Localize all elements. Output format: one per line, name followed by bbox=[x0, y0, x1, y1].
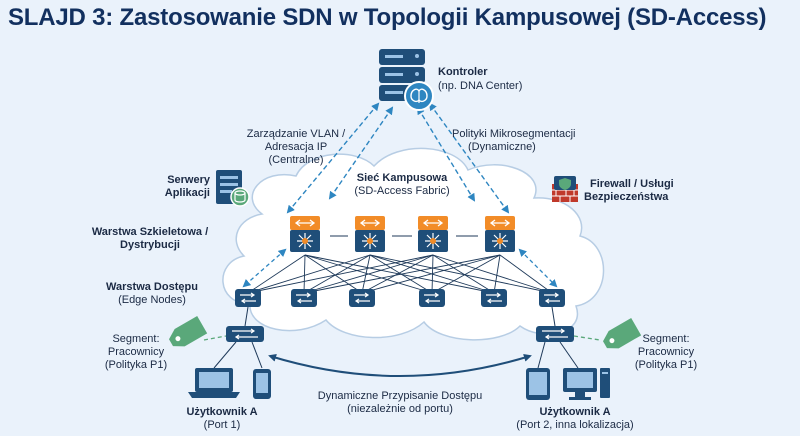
firewall-line-2: Bezpieczeństwa bbox=[584, 191, 669, 203]
user-left-detail: (Port 1) bbox=[203, 419, 241, 431]
access-layer-label: Warstwa Dostępu (Edge Nodes) bbox=[96, 281, 208, 307]
dashed-link-right bbox=[518, 248, 558, 288]
segment-right-label: Segment: Pracownicy (Polityka P1) bbox=[626, 333, 706, 372]
vlan-management-label: Zarządzanie VLAN / Adresacja IP (Central… bbox=[232, 128, 360, 167]
core-switch bbox=[355, 216, 385, 252]
dynamic-assignment-label: Dynamiczne Przypisanie Dostępu (niezależ… bbox=[310, 390, 490, 416]
vlan-management-line-1: Zarządzanie VLAN / bbox=[246, 128, 346, 140]
user-right-label: Użytkownik A (Port 2, inna lokalizacja) bbox=[500, 406, 650, 432]
edge-switch-left bbox=[226, 326, 264, 342]
segment-left-line-1: Segment: bbox=[112, 333, 160, 345]
access-layer-subtitle: (Edge Nodes) bbox=[118, 294, 186, 306]
microsegmentation-label: Polityki Mikrosegmentacji (Dynamiczne) bbox=[452, 128, 575, 154]
firewall-icon bbox=[552, 176, 578, 202]
access-layer-title: Warstwa Dostępu bbox=[106, 281, 198, 293]
microsegmentation-line-2: (Dynamiczne) bbox=[468, 141, 536, 153]
segment-left-line-3: (Polityka P1) bbox=[104, 359, 168, 371]
laptop-icon bbox=[188, 368, 240, 398]
user-right-detail: (Port 2, inna lokalizacja) bbox=[516, 419, 634, 431]
controller-arrow-left-inner bbox=[328, 106, 394, 200]
application-server-icon bbox=[216, 170, 250, 207]
core-layer-line-2: Dystrybucji bbox=[120, 239, 180, 251]
segment-left-line-2: Pracownicy bbox=[107, 346, 165, 358]
servers-label: Serwery Aplikacji bbox=[150, 174, 210, 200]
access-switch bbox=[539, 289, 565, 307]
dynamic-assignment-line-2: (niezależnie od portu) bbox=[347, 403, 453, 415]
core-switches bbox=[290, 216, 515, 252]
user-right-name: Użytkownik A bbox=[539, 406, 611, 418]
desktop-computer-icon bbox=[563, 368, 610, 400]
servers-line-2: Aplikacji bbox=[164, 187, 210, 199]
access-switch bbox=[291, 289, 317, 307]
fabric-title: Sieć Kampusowa bbox=[356, 172, 448, 184]
firewall-line-1: Firewall / Usługi bbox=[590, 178, 674, 190]
vlan-management-line-3: (Centralne) bbox=[268, 154, 324, 166]
smartphone-icon bbox=[253, 369, 271, 399]
controller-arrow-right-outer bbox=[428, 102, 510, 214]
segment-tag-right-icon bbox=[603, 318, 642, 349]
access-switch bbox=[235, 289, 261, 307]
segment-right-line-2: Pracownicy bbox=[637, 346, 695, 358]
core-layer-label: Warstwa Szkieletowa / Dystrybucji bbox=[84, 226, 216, 252]
fabric-subtitle: (SD-Access Fabric) bbox=[354, 185, 450, 197]
dynamic-assignment-line-1: Dynamiczne Przypisanie Dostępu bbox=[317, 390, 483, 402]
tablet-icon bbox=[526, 368, 550, 400]
firewall-label: Firewall / Usługi Bezpieczeństwa bbox=[584, 178, 674, 204]
access-switch bbox=[419, 289, 445, 307]
core-switch bbox=[418, 216, 448, 252]
dashed-link-left bbox=[242, 248, 287, 288]
segment-tag-left-icon bbox=[169, 316, 208, 347]
brain-icon bbox=[404, 81, 434, 111]
segment-left-label: Segment: Pracownicy (Polityka P1) bbox=[96, 333, 176, 372]
edge-switch-right bbox=[536, 326, 574, 342]
controller-label: Kontroler bbox=[438, 66, 488, 78]
access-switch bbox=[349, 289, 375, 307]
microsegmentation-line-1: Polityki Mikrosegmentacji bbox=[452, 128, 576, 140]
controller-detail: (np. DNA Center) bbox=[438, 80, 523, 92]
access-switches bbox=[235, 289, 565, 307]
slide-title: SLAJD 3: Zastosowanie SDN w Topologii Ka… bbox=[8, 4, 767, 31]
user-left-name: Użytkownik A bbox=[186, 406, 258, 418]
core-switch bbox=[485, 216, 515, 252]
vlan-management-line-2: Adresacja IP bbox=[264, 141, 328, 153]
segment-right-line-3: (Polityka P1) bbox=[634, 359, 698, 371]
segment-right-line-1: Segment: bbox=[642, 333, 690, 345]
core-switch bbox=[290, 216, 320, 252]
servers-line-1: Serwery bbox=[167, 174, 210, 186]
dynamic-assignment-arrow bbox=[268, 353, 532, 377]
access-switch bbox=[481, 289, 507, 307]
user-left-label: Użytkownik A (Port 1) bbox=[174, 406, 270, 432]
fabric-label: Sieć Kampusowa (SD-Access Fabric) bbox=[342, 172, 462, 198]
core-layer-line-1: Warstwa Szkieletowa / bbox=[91, 226, 209, 238]
